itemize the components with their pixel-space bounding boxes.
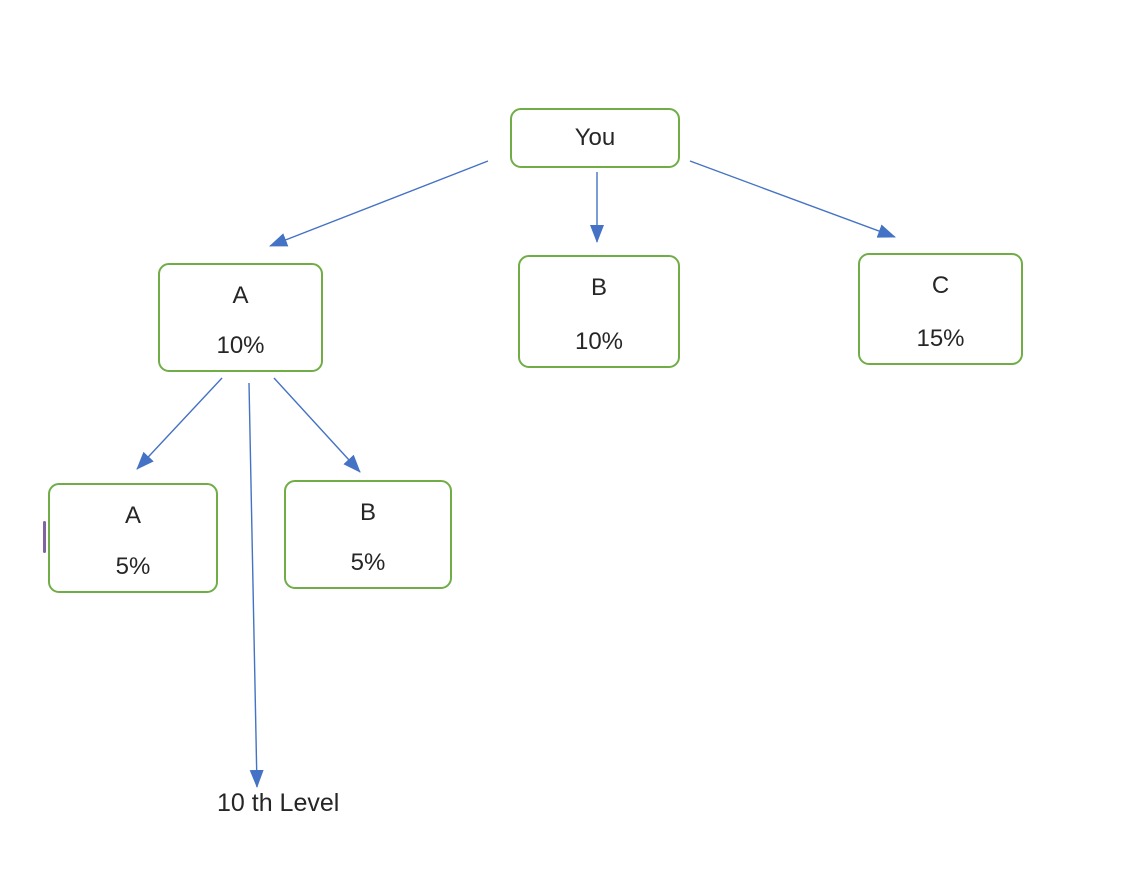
node-label: B	[359, 499, 376, 526]
node-percent: 5%	[115, 553, 151, 580]
node-label: You	[574, 124, 616, 151]
node-percent: 5%	[350, 549, 386, 576]
node-percent: 15%	[916, 325, 965, 352]
arrow-you-to-c	[689, 160, 896, 238]
node-a-level1: A 10%	[158, 263, 323, 372]
node-percent: 10%	[574, 328, 624, 355]
node-you: You	[510, 108, 680, 168]
stray-pen-stroke	[43, 521, 46, 553]
arrow-you-to-a	[269, 160, 489, 247]
node-label: B	[590, 274, 607, 301]
node-b-level1: B 10%	[518, 255, 680, 368]
node-percent: 10%	[216, 332, 265, 359]
arrow-a-to-b2	[273, 377, 361, 473]
level-ten-note: 10 th Level	[217, 789, 340, 817]
node-label: C	[931, 272, 950, 299]
node-b-level2: B 5%	[284, 480, 452, 589]
node-c-level1: C 15%	[858, 253, 1023, 365]
arrow-a-to-level10	[248, 382, 264, 788]
node-label: A	[232, 282, 249, 309]
arrow-a-to-a2	[136, 377, 223, 470]
node-label: A	[124, 502, 141, 529]
node-a-level2: A 5%	[48, 483, 218, 593]
